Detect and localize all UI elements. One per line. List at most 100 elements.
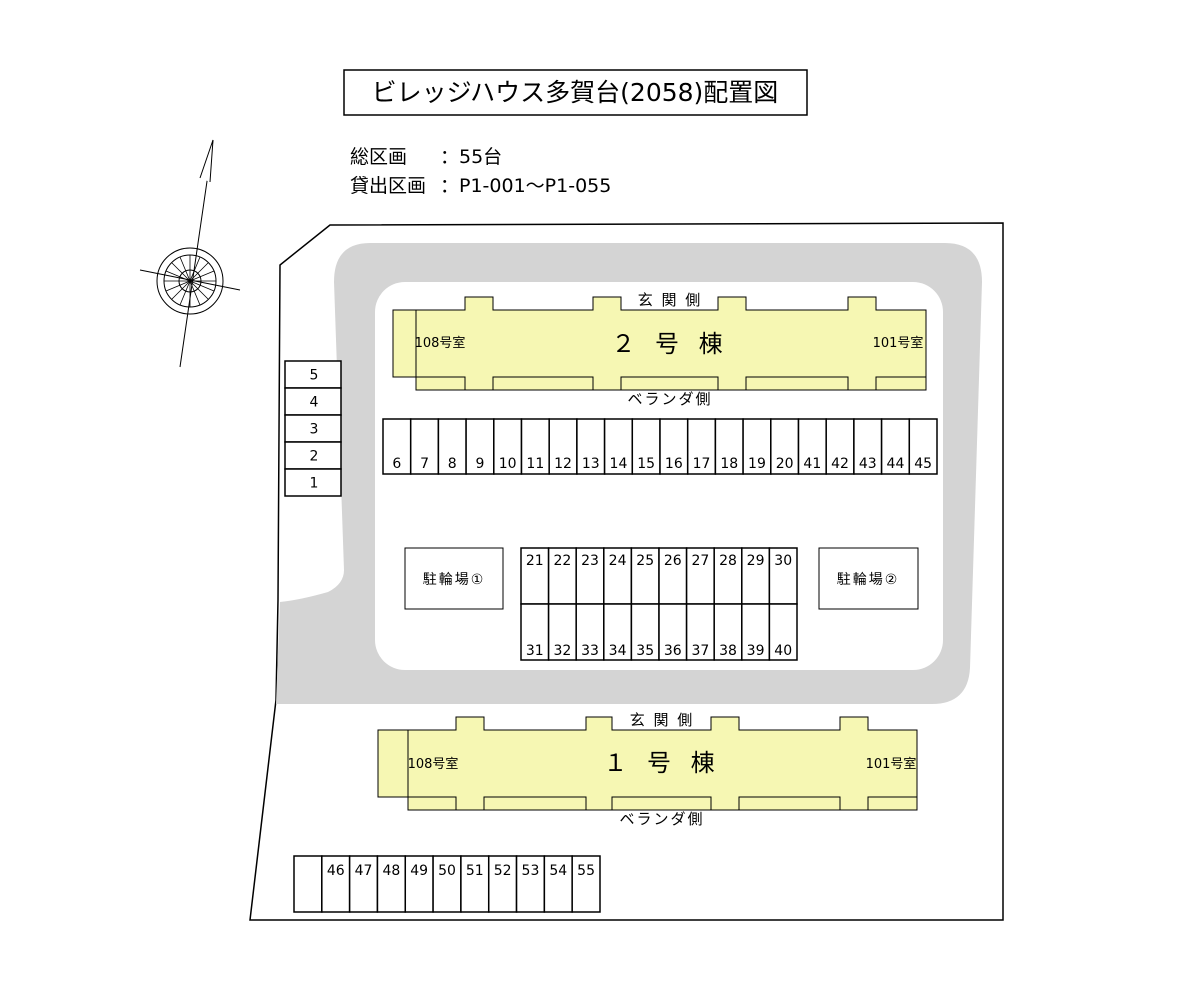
parking-space: [603, 418, 634, 475]
parking-space-number: 53: [522, 863, 540, 879]
parking-space: [770, 418, 800, 475]
parking-space-number: 14: [610, 456, 628, 472]
parking-space-number: 3: [310, 422, 319, 438]
parking-space: [576, 418, 606, 475]
bike-parking-1: [404, 547, 504, 610]
building-2: [392, 296, 927, 391]
parking-space-number: 15: [637, 456, 655, 472]
parking-space: [543, 855, 573, 913]
parking-space-number: 36: [664, 643, 682, 659]
parking-space-number: 27: [691, 553, 709, 569]
parking-space-number: 38: [719, 643, 737, 659]
parking-space-number: 18: [720, 456, 738, 472]
parking-space-number: 11: [526, 456, 544, 472]
parking-space-number: 10: [499, 456, 517, 472]
parking-space: [460, 855, 490, 913]
parking-space: [686, 418, 717, 475]
parking-space-number: 21: [526, 553, 544, 569]
building-1-entrance-side: 玄 関 側: [630, 711, 695, 729]
total-value: ：55台: [440, 146, 502, 168]
parking-space: [571, 855, 601, 913]
bike-parking-2: [818, 547, 919, 610]
rental-label: 貸出区画: [350, 175, 426, 197]
parking-space: [659, 418, 689, 475]
parking-space: [284, 441, 342, 470]
parking-space: [741, 603, 771, 661]
parking-space-number: 28: [719, 553, 737, 569]
parking-space-number: 25: [636, 553, 654, 569]
parking-space: [487, 855, 518, 913]
parking-space-number: 20: [776, 456, 794, 472]
parking-space-number: 7: [420, 456, 429, 472]
parking-space-number: 29: [747, 553, 765, 569]
building-1-right-room: 101号室: [866, 756, 917, 772]
building-1: [377, 716, 918, 811]
parking-space-number: 17: [693, 456, 711, 472]
parking-space: [741, 547, 771, 605]
parking-space: [382, 418, 412, 475]
parking-space: [603, 603, 633, 661]
parking-space-number: 51: [466, 863, 484, 879]
parking-space-number: 54: [549, 863, 567, 879]
parking-space-number: 4: [310, 395, 319, 411]
parking-space: [348, 855, 379, 913]
parking-space-number: 31: [526, 643, 544, 659]
rental-value: ：P1-001〜P1-055: [440, 175, 611, 197]
building-2-name: ２ 号 棟: [611, 330, 728, 358]
building-2-veranda-side: ベランダ側: [627, 390, 712, 408]
parking-space-number: 23: [581, 553, 599, 569]
parking-space-number: 5: [310, 368, 319, 384]
parking-space: [853, 418, 883, 475]
parking-space-number: 30: [774, 553, 792, 569]
parking-space-number: 48: [382, 863, 400, 879]
total-label: 総区画: [350, 146, 407, 168]
parking-space-number: 49: [410, 863, 428, 879]
parking-space: [630, 547, 660, 605]
parking-space-number: 44: [887, 456, 905, 472]
parking-space-number: 50: [438, 863, 456, 879]
parking-space: [437, 418, 467, 475]
parking-space-number: 35: [636, 643, 654, 659]
parking-space: [293, 855, 323, 913]
parking-space-number: 22: [553, 553, 571, 569]
parking-space: [548, 418, 578, 475]
building-1-veranda-side: ベランダ側: [619, 810, 704, 828]
parking-space: [768, 547, 798, 605]
parking-space: [515, 855, 546, 913]
parking-space-number: 45: [914, 456, 932, 472]
parking-space: [713, 603, 743, 661]
parking-space: [825, 418, 855, 475]
building-2-left-room: 108号室: [415, 335, 466, 351]
parking-space: [575, 547, 605, 605]
parking-space: [409, 418, 440, 475]
parking-space-number: 52: [494, 863, 512, 879]
parking-space: [493, 418, 523, 475]
bike-parking-1-label: 駐輪場①: [423, 571, 486, 588]
parking-space-number: 55: [577, 863, 595, 879]
parking-space-number: 19: [748, 456, 766, 472]
parking-space-number: 16: [665, 456, 683, 472]
parking-space-number: 24: [609, 553, 627, 569]
parking-space-number: 33: [581, 643, 599, 659]
parking-space-number: 41: [803, 456, 821, 472]
parking-space: [547, 603, 577, 661]
parking-space-number: 26: [664, 553, 682, 569]
parking-space: [376, 855, 407, 913]
parking-space: [603, 547, 633, 605]
parking-space: [797, 418, 827, 475]
parking-space-number: 40: [774, 643, 792, 659]
parking-space-number: 8: [448, 456, 457, 472]
parking-space-number: 32: [553, 643, 571, 659]
parking-space: [742, 418, 772, 475]
building-1-left-room: 108号室: [408, 756, 459, 772]
parking-space: [908, 418, 938, 475]
building-2-entrance-side: 玄 関 側: [638, 291, 703, 309]
parking-space-number: 1: [310, 476, 319, 492]
page-title: ビレッジハウス多賀台(2058)配置図: [372, 78, 779, 107]
bike-parking-2-label: 駐輪場②: [837, 571, 900, 588]
parking-space-number: 9: [475, 456, 484, 472]
